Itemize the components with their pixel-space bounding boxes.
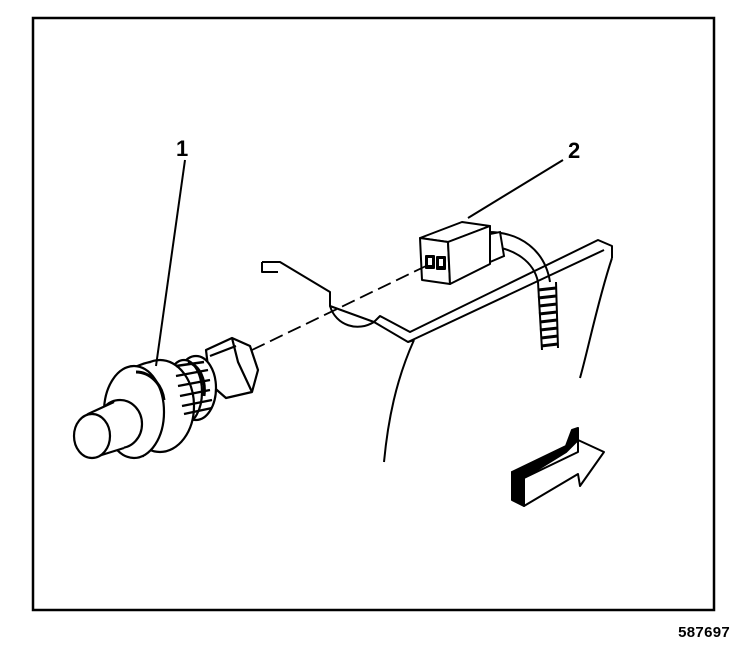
callout-number-connector: 2 <box>568 138 581 163</box>
callout-1-leader <box>155 159 186 367</box>
connector-boot <box>489 230 506 264</box>
electrical-connector <box>419 221 491 285</box>
callout-number-sensor: 1 <box>176 136 189 161</box>
alignment-line <box>251 265 427 351</box>
sensor-shading <box>135 360 206 401</box>
forward-arrow-icon <box>511 427 605 507</box>
figure-id-label: 587697 <box>678 624 730 641</box>
callout-2-leader <box>467 159 564 219</box>
diagram-border <box>31 16 716 612</box>
harness-conduit <box>537 286 559 348</box>
sensor <box>72 336 260 460</box>
